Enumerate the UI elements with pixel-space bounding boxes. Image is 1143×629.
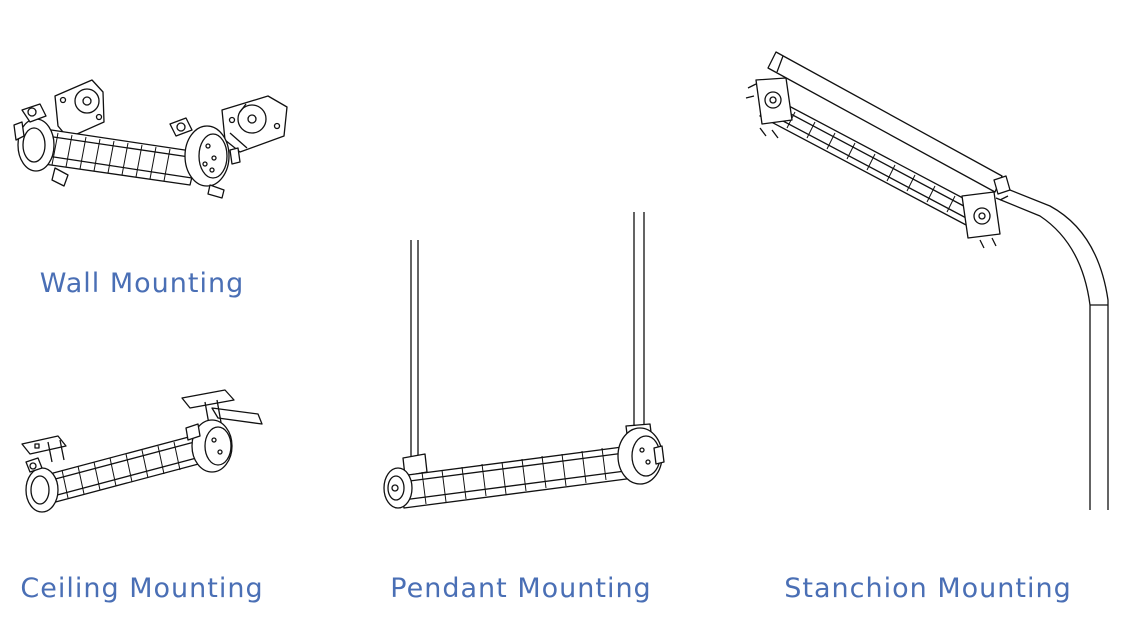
wall-mounting-label: Wall Mounting: [39, 268, 245, 299]
wall-mounting-fixture: [14, 80, 287, 198]
ceiling-mounting-fixture: [22, 390, 262, 512]
pendant-mounting-label: Pendant Mounting: [390, 573, 652, 604]
ceiling-mounting-label: Ceiling Mounting: [20, 573, 264, 604]
stanchion-mounting-label: Stanchion Mounting: [784, 573, 1072, 604]
pendant-mounting-fixture: [384, 212, 664, 508]
stanchion-mounting-fixture: [746, 52, 1108, 510]
